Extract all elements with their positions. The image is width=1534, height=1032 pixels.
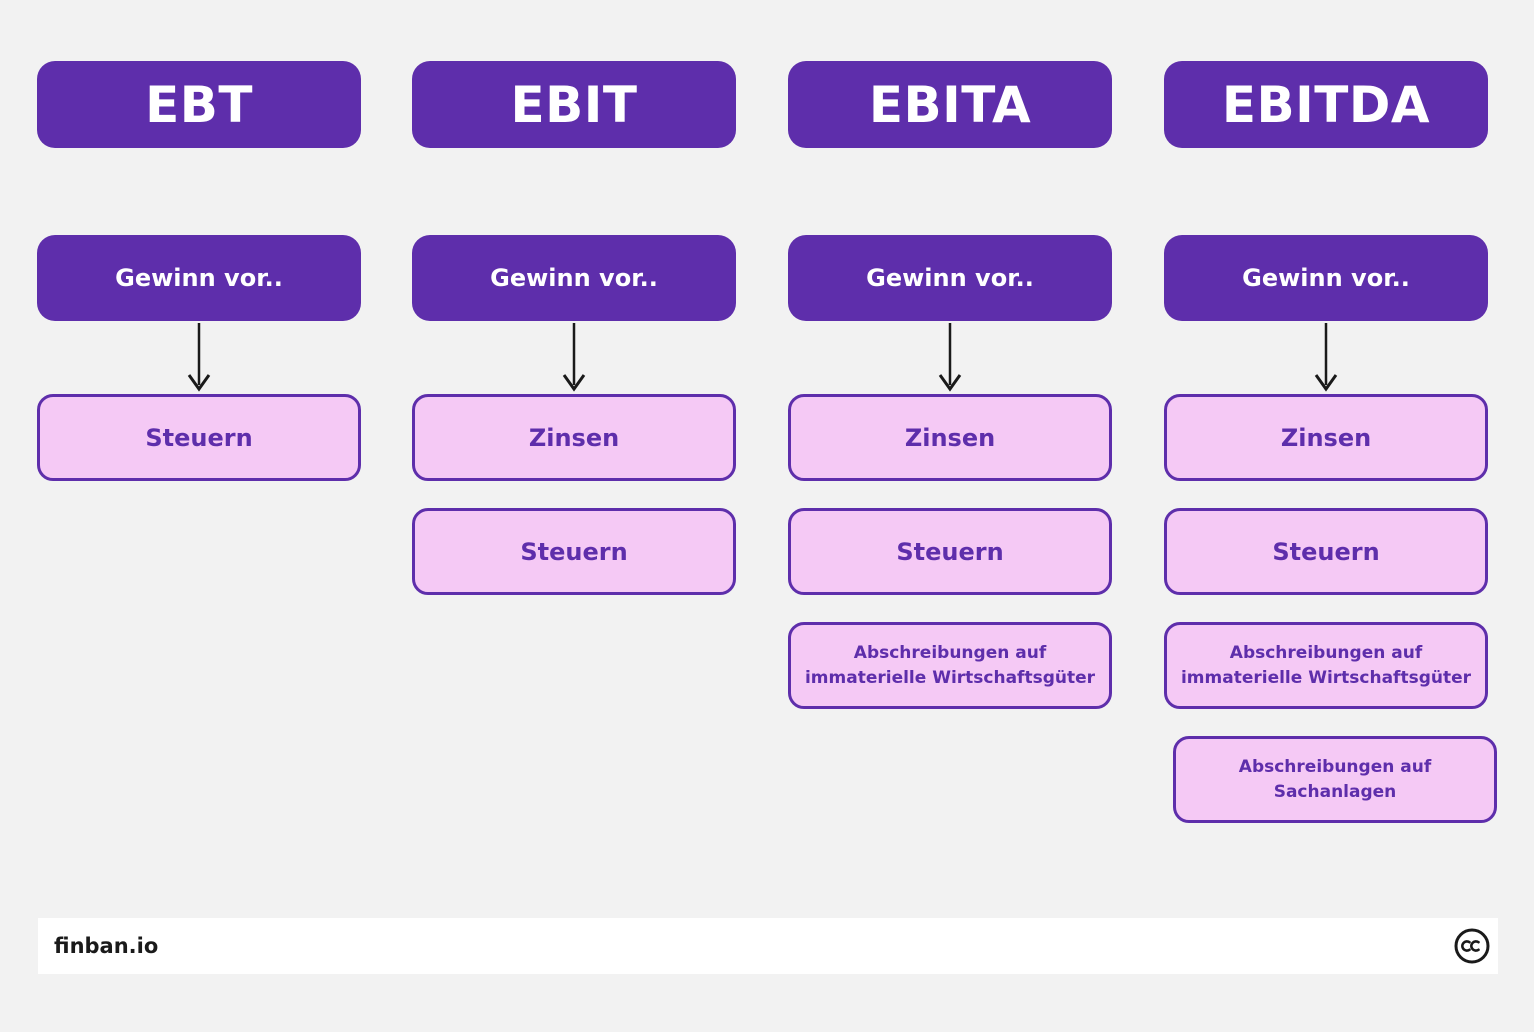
footer-bar: finban.io (38, 918, 1498, 974)
ebitda-arrow-down-icon (1314, 323, 1338, 392)
ebitda-item-zinsen: Zinsen (1164, 394, 1488, 481)
ebita-title: EBITA (788, 61, 1112, 148)
ebita-item-abschreibungen-immateriell: Abschreibungen auf immaterielle Wirtscha… (788, 622, 1112, 709)
ebit-item-steuern: Steuern (412, 508, 736, 595)
ebita-arrow-down-icon (938, 323, 962, 392)
ebitda-item-steuern: Steuern (1164, 508, 1488, 595)
ebit-header: Gewinn vor.. (412, 235, 736, 321)
ebita-item-zinsen: Zinsen (788, 394, 1112, 481)
ebt-header: Gewinn vor.. (37, 235, 361, 321)
ebitda-header: Gewinn vor.. (1164, 235, 1488, 321)
ebit-title: EBIT (412, 61, 736, 148)
ebitda-item-abschreibungen-immateriell: Abschreibungen auf immaterielle Wirtscha… (1164, 622, 1488, 709)
ebitda-item-abschreibungen-sachanlagen: Abschreibungen auf Sachanlagen (1173, 736, 1497, 823)
ebt-item-steuern: Steuern (37, 394, 361, 481)
ebt-title: EBT (37, 61, 361, 148)
footer-brand: finban.io (54, 934, 159, 958)
creative-commons-icon (1454, 928, 1490, 964)
ebt-arrow-down-icon (187, 323, 211, 392)
ebita-header: Gewinn vor.. (788, 235, 1112, 321)
ebit-item-zinsen: Zinsen (412, 394, 736, 481)
ebita-item-steuern: Steuern (788, 508, 1112, 595)
ebitda-title: EBITDA (1164, 61, 1488, 148)
ebit-arrow-down-icon (562, 323, 586, 392)
